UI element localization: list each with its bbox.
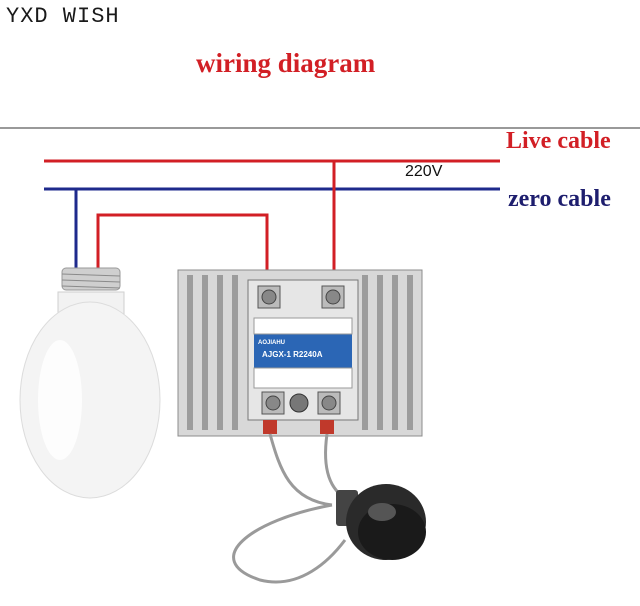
diagram-title: wiring diagram — [196, 48, 376, 78]
solid-state-relay — [247, 279, 359, 421]
pot-wire-left — [268, 433, 333, 507]
brand-watermark: YXD WISH — [6, 4, 120, 29]
relay-brand-text: AOJIAHU — [258, 340, 286, 346]
relay-model-text: AJGX-1 R2240A — [262, 350, 323, 359]
pot-wire-loop — [232, 503, 347, 584]
red-lug-left — [263, 420, 277, 434]
potentiometer-icon — [336, 484, 426, 560]
bulb-icon — [19, 267, 161, 499]
red-lug-right — [320, 420, 334, 434]
bulb-to-relay-wire — [96, 213, 269, 290]
live-cable-label: Live cable — [506, 128, 611, 154]
zero-cable-label: zero cable — [508, 186, 611, 212]
voltage-label: 220V — [405, 163, 443, 180]
